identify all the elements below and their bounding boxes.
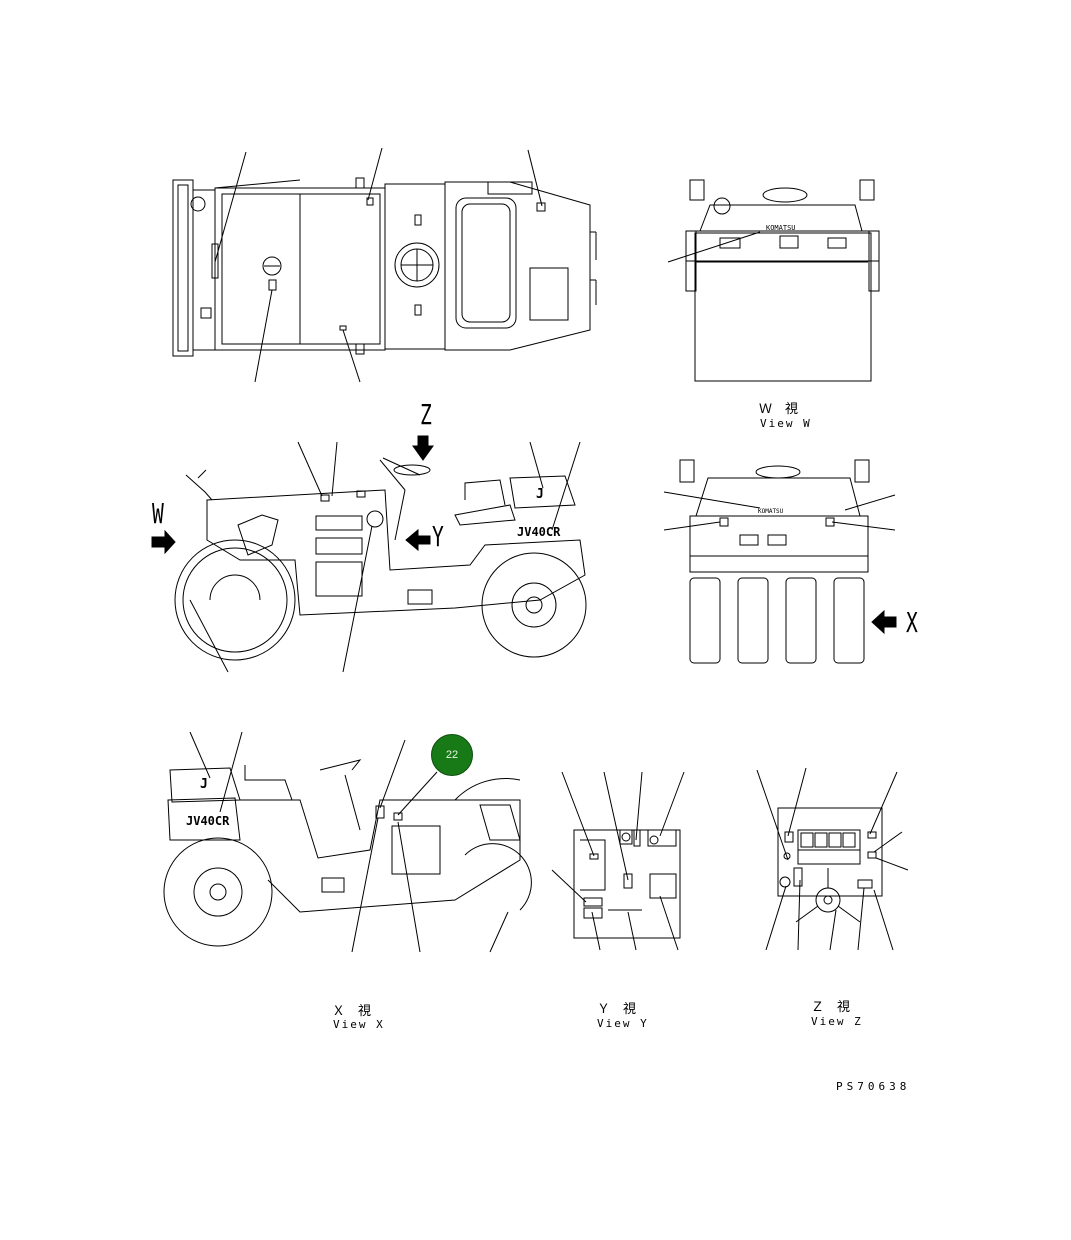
arrow-y-shape	[405, 528, 431, 552]
svg-text:J: J	[200, 777, 208, 792]
view-y-caption-jp: Ｙ 視	[597, 1002, 637, 1017]
svg-text:J: J	[536, 487, 544, 502]
view-w-caption: View W	[760, 417, 812, 430]
view-y-caption: View Y	[597, 1017, 649, 1030]
arrow-z-shape	[412, 435, 434, 461]
model-badge-side: JV40CR	[517, 525, 561, 539]
view-x-caption: View X	[333, 1018, 385, 1031]
top-view	[172, 147, 597, 383]
view-z-caption: View Z	[811, 1015, 863, 1028]
view-x-side-drawing: J JV40CR	[163, 731, 532, 953]
view-x-drawing: KOMATSU	[663, 459, 897, 664]
model-badge-x: JV40CR	[186, 814, 230, 828]
arrow-w-shape	[151, 529, 176, 555]
svg-text:KOMATSU: KOMATSU	[758, 508, 784, 515]
callout-22-button[interactable]: 22	[431, 734, 473, 776]
arrow-label-y: Y	[432, 520, 444, 553]
view-w-drawing: KOMATSU	[667, 179, 880, 382]
view-x-caption-jp: Ｘ 視	[332, 1004, 372, 1019]
view-y-drawing	[551, 771, 685, 951]
view-w-caption-jp: Ｗ 視	[759, 402, 799, 417]
callout-number: 22	[445, 749, 459, 761]
brand-text-w: KOMATSU	[766, 224, 796, 232]
side-view: J JV40CR	[151, 435, 587, 673]
arrow-label-x: X	[906, 606, 918, 639]
view-z-drawing	[756, 767, 909, 951]
arrow-x-shape	[871, 609, 897, 635]
view-z-caption-jp: Ｚ 視	[811, 1000, 851, 1015]
arrow-label-z: Z	[420, 398, 432, 431]
drawing-code: PS70638	[836, 1080, 911, 1093]
arrow-label-w: W	[152, 497, 164, 530]
